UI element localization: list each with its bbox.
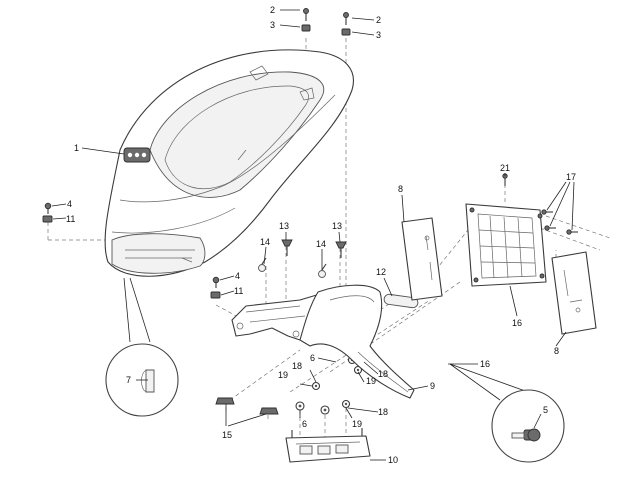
callout-3: 3: [376, 30, 381, 40]
callout-16: 16: [512, 318, 522, 328]
callout-4: 4: [235, 271, 240, 281]
callout-19: 19: [278, 370, 288, 380]
callout-10: 10: [388, 455, 398, 465]
detail-view-clip: [105, 277, 179, 417]
assembly-guide-lines: [47, 38, 611, 440]
callout-11: 11: [234, 286, 243, 296]
callout-8: 8: [554, 346, 559, 356]
callout-3: 3: [270, 20, 275, 30]
callout-14: 14: [260, 237, 270, 247]
callout-7: 7: [126, 375, 131, 385]
callout-1: 1: [74, 143, 79, 153]
callout-18: 18: [378, 369, 388, 379]
rear-body-cowl: [104, 49, 354, 277]
licence-plate-lamp: [285, 428, 371, 463]
callout-18: 18: [292, 361, 302, 371]
callout-8: 8: [398, 184, 403, 194]
callout-2: 2: [376, 15, 381, 25]
callout-12: 12: [376, 267, 386, 277]
callout-labels: 2 3 2 3 1 4 11 13 13 14 14 4 11 8 12 21 …: [66, 5, 576, 465]
callout-17: 17: [566, 172, 576, 182]
callout-15: 15: [222, 430, 232, 440]
callout-5: 5: [543, 405, 548, 415]
callout-14: 14: [316, 239, 326, 249]
plate-side-panel-left: [401, 217, 443, 301]
detail-view-grommet: [449, 363, 565, 463]
callout-6: 6: [310, 353, 315, 363]
callout-leaders: [51, 9, 575, 461]
callout-11: 11: [66, 214, 75, 224]
callout-21: 21: [500, 163, 510, 173]
callout-6: 6: [302, 419, 307, 429]
callout-13: 13: [332, 221, 342, 231]
licence-plate-holder: [465, 203, 547, 287]
callout-2: 2: [270, 5, 275, 15]
callout-18: 18: [378, 407, 388, 417]
callout-9: 9: [430, 381, 435, 391]
reflector: [383, 293, 419, 309]
callout-19: 19: [366, 376, 376, 386]
callout-13: 13: [279, 221, 289, 231]
callout-16: 16: [480, 359, 490, 369]
callout-4: 4: [67, 199, 72, 209]
rear-mudguard: [299, 284, 415, 399]
plate-side-panel-right: [551, 251, 597, 335]
callout-19: 19: [352, 419, 362, 429]
